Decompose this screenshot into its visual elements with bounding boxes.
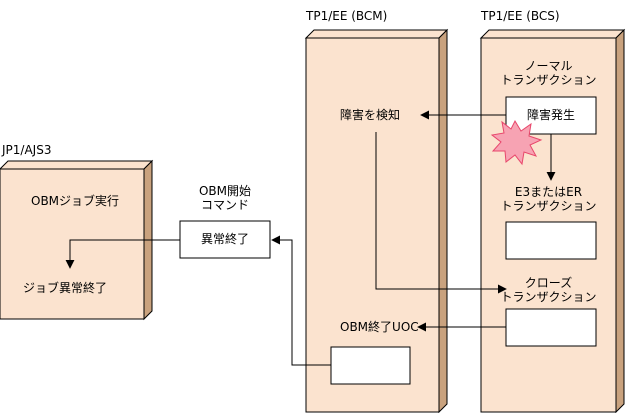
detect-fault-text: 障害を検知 [340, 108, 401, 122]
bcs-server-label: TP1/EE (BCS) [481, 9, 560, 23]
command-title-line2: コマンド [200, 198, 249, 212]
e3-transaction-line1: E3またはER [514, 185, 583, 199]
command-abend-box [179, 220, 271, 259]
obm-job-run-text: OBMジョブ実行 [31, 194, 120, 208]
bcm-server-label: TP1/EE (BCM) [306, 9, 388, 23]
command-abend-text: 異常終了 [200, 232, 249, 246]
close-transaction-label: クローズ トランザクション [481, 276, 616, 304]
arrow-detect-to-close [375, 132, 507, 294]
arrow-command-to-job [65, 239, 180, 269]
fault-box [505, 96, 597, 135]
job-abend-text: ジョブ異常終了 [23, 281, 108, 295]
obm-end-uoc-text: OBM終了UOC [340, 320, 419, 334]
command-title-line1: OBM開始 [198, 184, 252, 198]
e3-transaction-label: E3またはER トランザクション [481, 185, 616, 213]
uoc-box [330, 346, 411, 385]
normal-transaction-line2: トランザクション [500, 73, 597, 87]
close-transaction-line1: クローズ [524, 276, 573, 290]
jp1-server-block [0, 159, 154, 321]
arrow-uoc-to-command [271, 235, 331, 366]
e3-transaction-box [505, 221, 597, 260]
normal-transaction-label: ノーマル トランザクション [481, 59, 616, 87]
command-title: OBM開始 コマンド [180, 184, 270, 212]
e3-transaction-line2: トランザクション [500, 199, 597, 213]
burst-icon [490, 119, 543, 166]
close-transaction-line2: トランザクション [500, 290, 597, 304]
fault-occurred-text: 障害発生 [526, 108, 575, 122]
normal-transaction-line1: ノーマル [524, 59, 573, 73]
bcs-server-block [479, 28, 626, 413]
close-transaction-box [505, 308, 597, 347]
jp1-server-label: JP1/AJS3 [2, 143, 52, 157]
